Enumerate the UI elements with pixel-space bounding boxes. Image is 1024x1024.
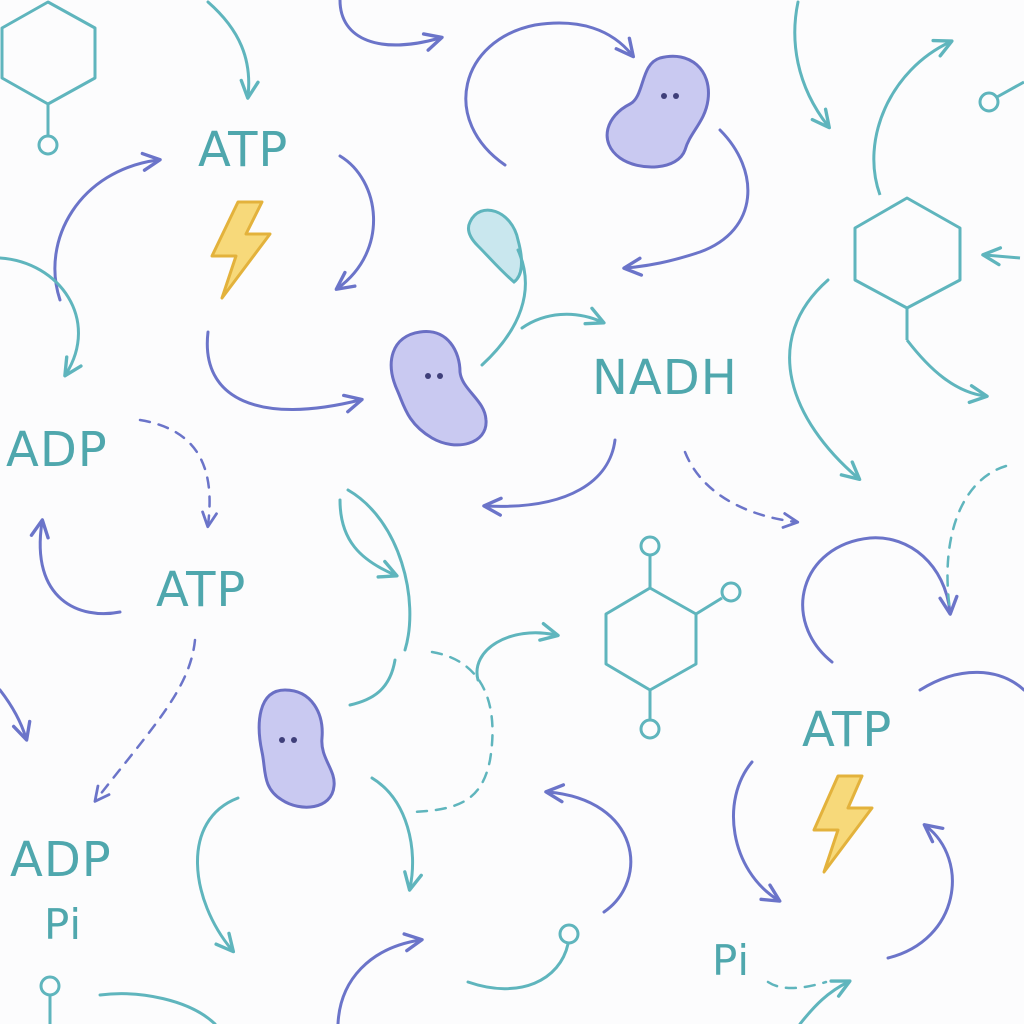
bean-cell-icon: [605, 54, 710, 169]
hexagon-molecule-icon: [978, 80, 1024, 113]
pi-label: Pi: [712, 936, 751, 985]
atp-label: ATP: [198, 122, 289, 178]
bean-cell-icon: [257, 688, 336, 809]
nadh-label: NADH: [592, 350, 738, 406]
adp-label: ADP: [10, 832, 112, 888]
hexagon-molecule-icon: [604, 535, 742, 740]
droplet-icon: [466, 208, 606, 367]
pi-label: Pi: [44, 900, 83, 949]
hexagon-molecule-icon: [0, 0, 97, 156]
adp-label: ADP: [6, 422, 108, 478]
atp-label: ATP: [156, 562, 247, 618]
atp-label: ATP: [802, 702, 893, 758]
hexagon-molecule-icon: [853, 38, 1021, 405]
lightning-bolt-icon: [210, 200, 272, 300]
lightning-bolt-icon: [812, 774, 874, 874]
arrow-icon: [93, 418, 1008, 990]
bean-cell-icon: [389, 330, 488, 447]
